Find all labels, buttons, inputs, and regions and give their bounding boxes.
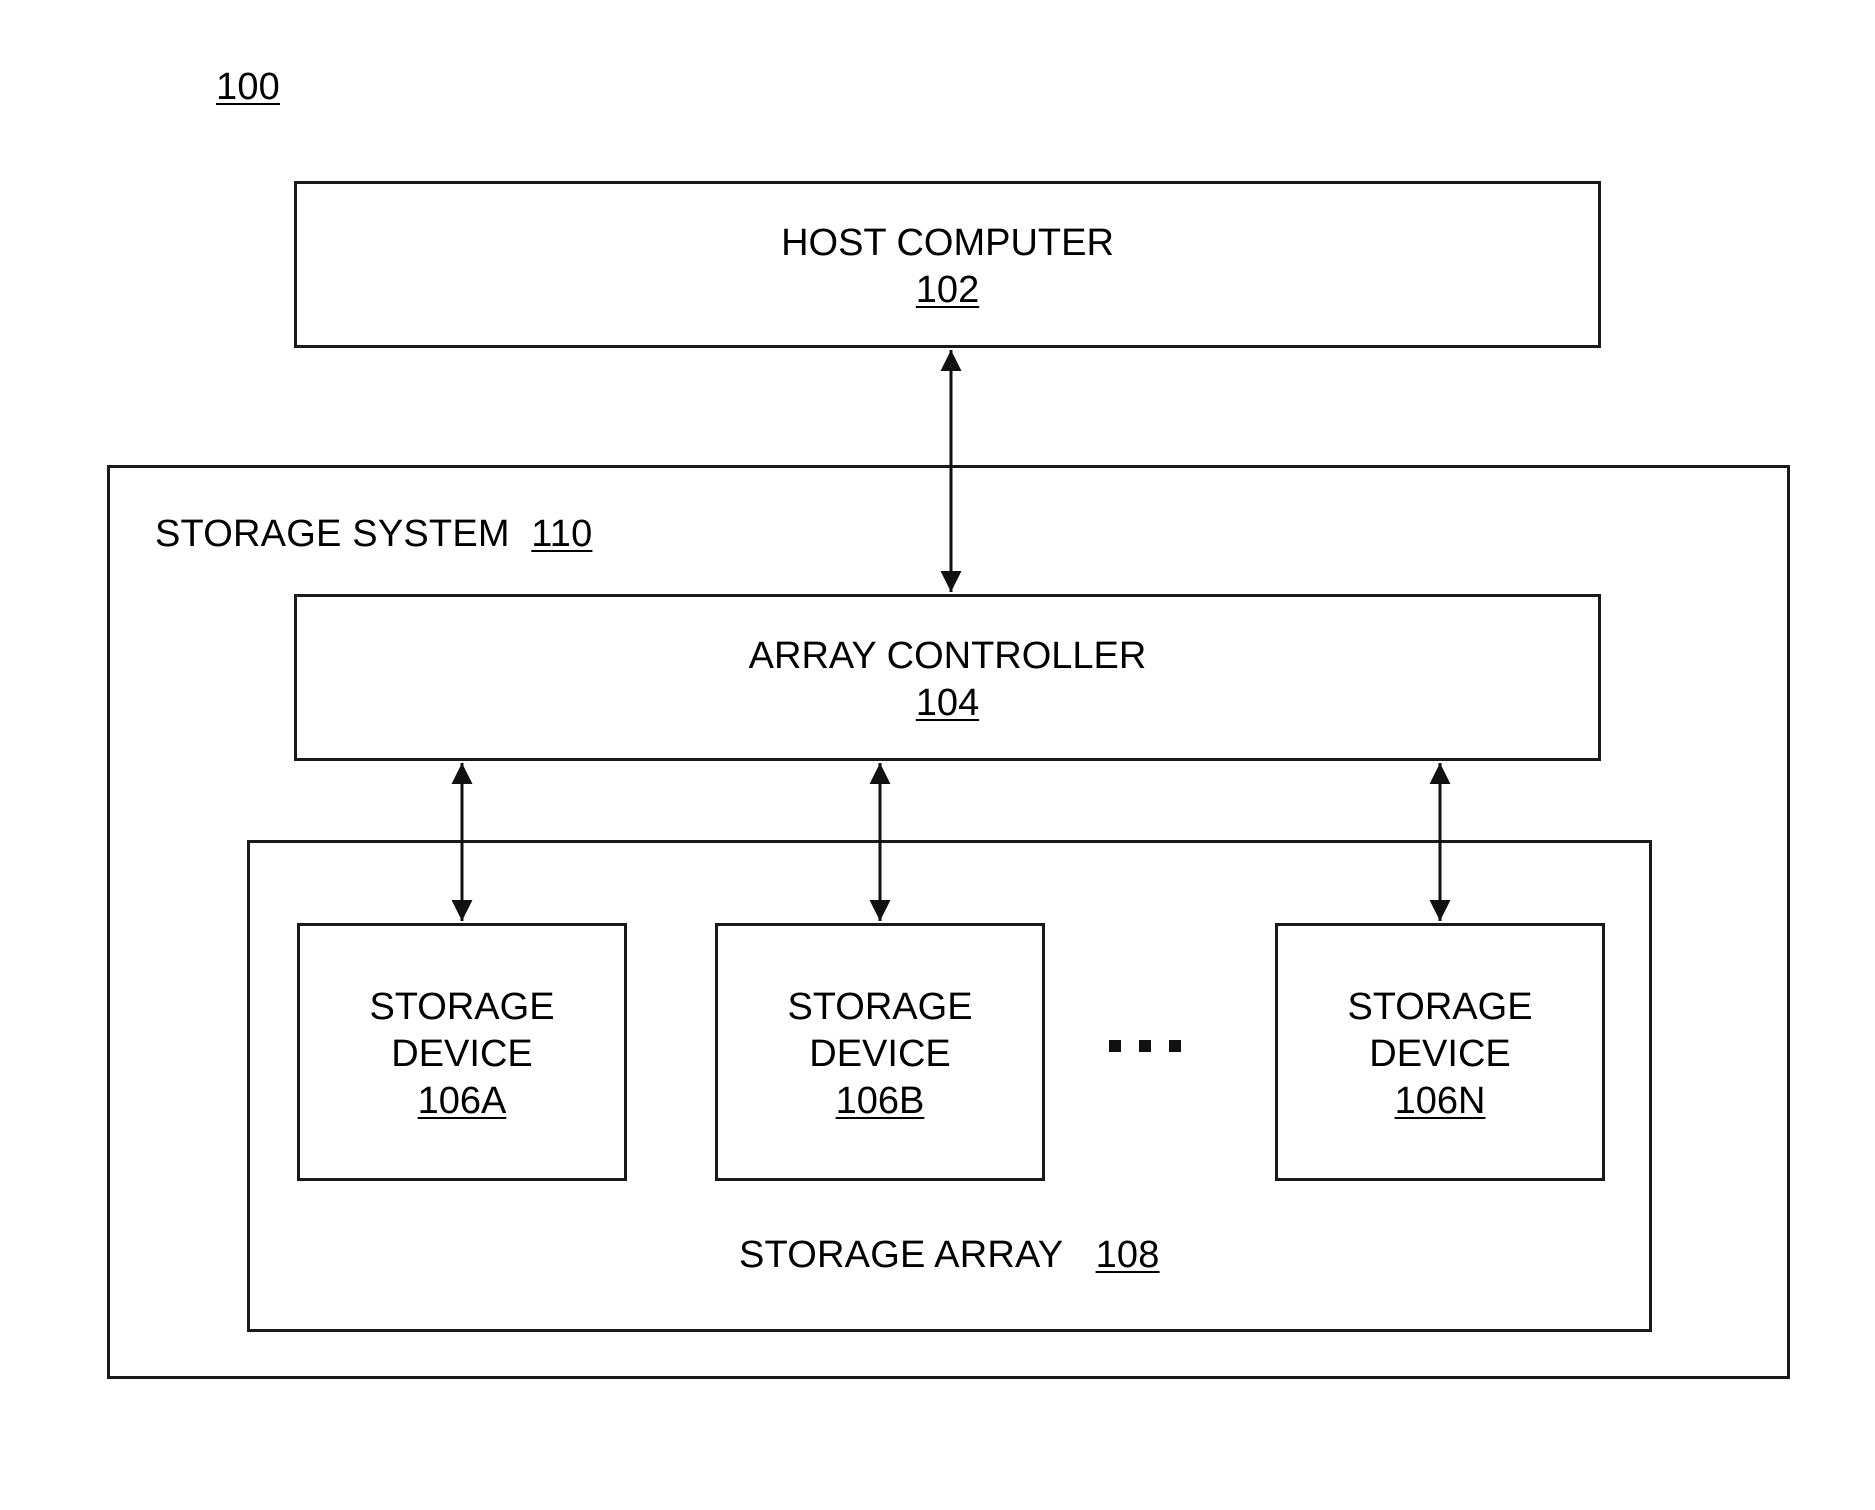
storage-device-ref-number: 106A	[418, 1080, 507, 1122]
storage-device-ref-number: 106N	[1395, 1080, 1486, 1122]
storage-array-ref: 108	[1096, 1234, 1160, 1276]
storage-device-ref: 106A	[300, 1078, 624, 1125]
ellipsis-icon	[1105, 1040, 1185, 1060]
storage-array-label: STORAGE ARRAY 108	[739, 1232, 1160, 1279]
array-controller-box: ARRAY CONTROLLER 104	[294, 594, 1601, 761]
storage-array-title: STORAGE ARRAY	[739, 1234, 1063, 1276]
storage-device-box: STORAGE DEVICE 106B	[715, 923, 1045, 1181]
array-controller-title: ARRAY CONTROLLER	[297, 633, 1598, 680]
figure-reference: 100	[216, 64, 280, 111]
host-computer-ref: 102	[297, 267, 1598, 314]
storage-device-ref: 106B	[718, 1078, 1042, 1125]
storage-device-line1: STORAGE	[718, 984, 1042, 1031]
storage-device-line1: STORAGE	[300, 984, 624, 1031]
storage-device-line1: STORAGE	[1278, 984, 1602, 1031]
storage-device-box: STORAGE DEVICE 106N	[1275, 923, 1605, 1181]
host-computer-ref-number: 102	[916, 269, 979, 311]
storage-system-title: STORAGE SYSTEM	[155, 513, 510, 555]
storage-device-box: STORAGE DEVICE 106A	[297, 923, 627, 1181]
storage-device-ref-number: 106B	[836, 1080, 925, 1122]
storage-device-line2: DEVICE	[1278, 1031, 1602, 1078]
storage-device-ref: 106N	[1278, 1078, 1602, 1125]
array-controller-ref-number: 104	[916, 682, 979, 724]
array-controller-ref: 104	[297, 680, 1598, 727]
host-computer-box: HOST COMPUTER 102	[294, 181, 1601, 348]
storage-system-label: STORAGE SYSTEM 110	[155, 511, 592, 558]
storage-device-line2: DEVICE	[718, 1031, 1042, 1078]
host-computer-title: HOST COMPUTER	[297, 220, 1598, 267]
storage-device-line2: DEVICE	[300, 1031, 624, 1078]
storage-system-ref: 110	[531, 513, 592, 555]
